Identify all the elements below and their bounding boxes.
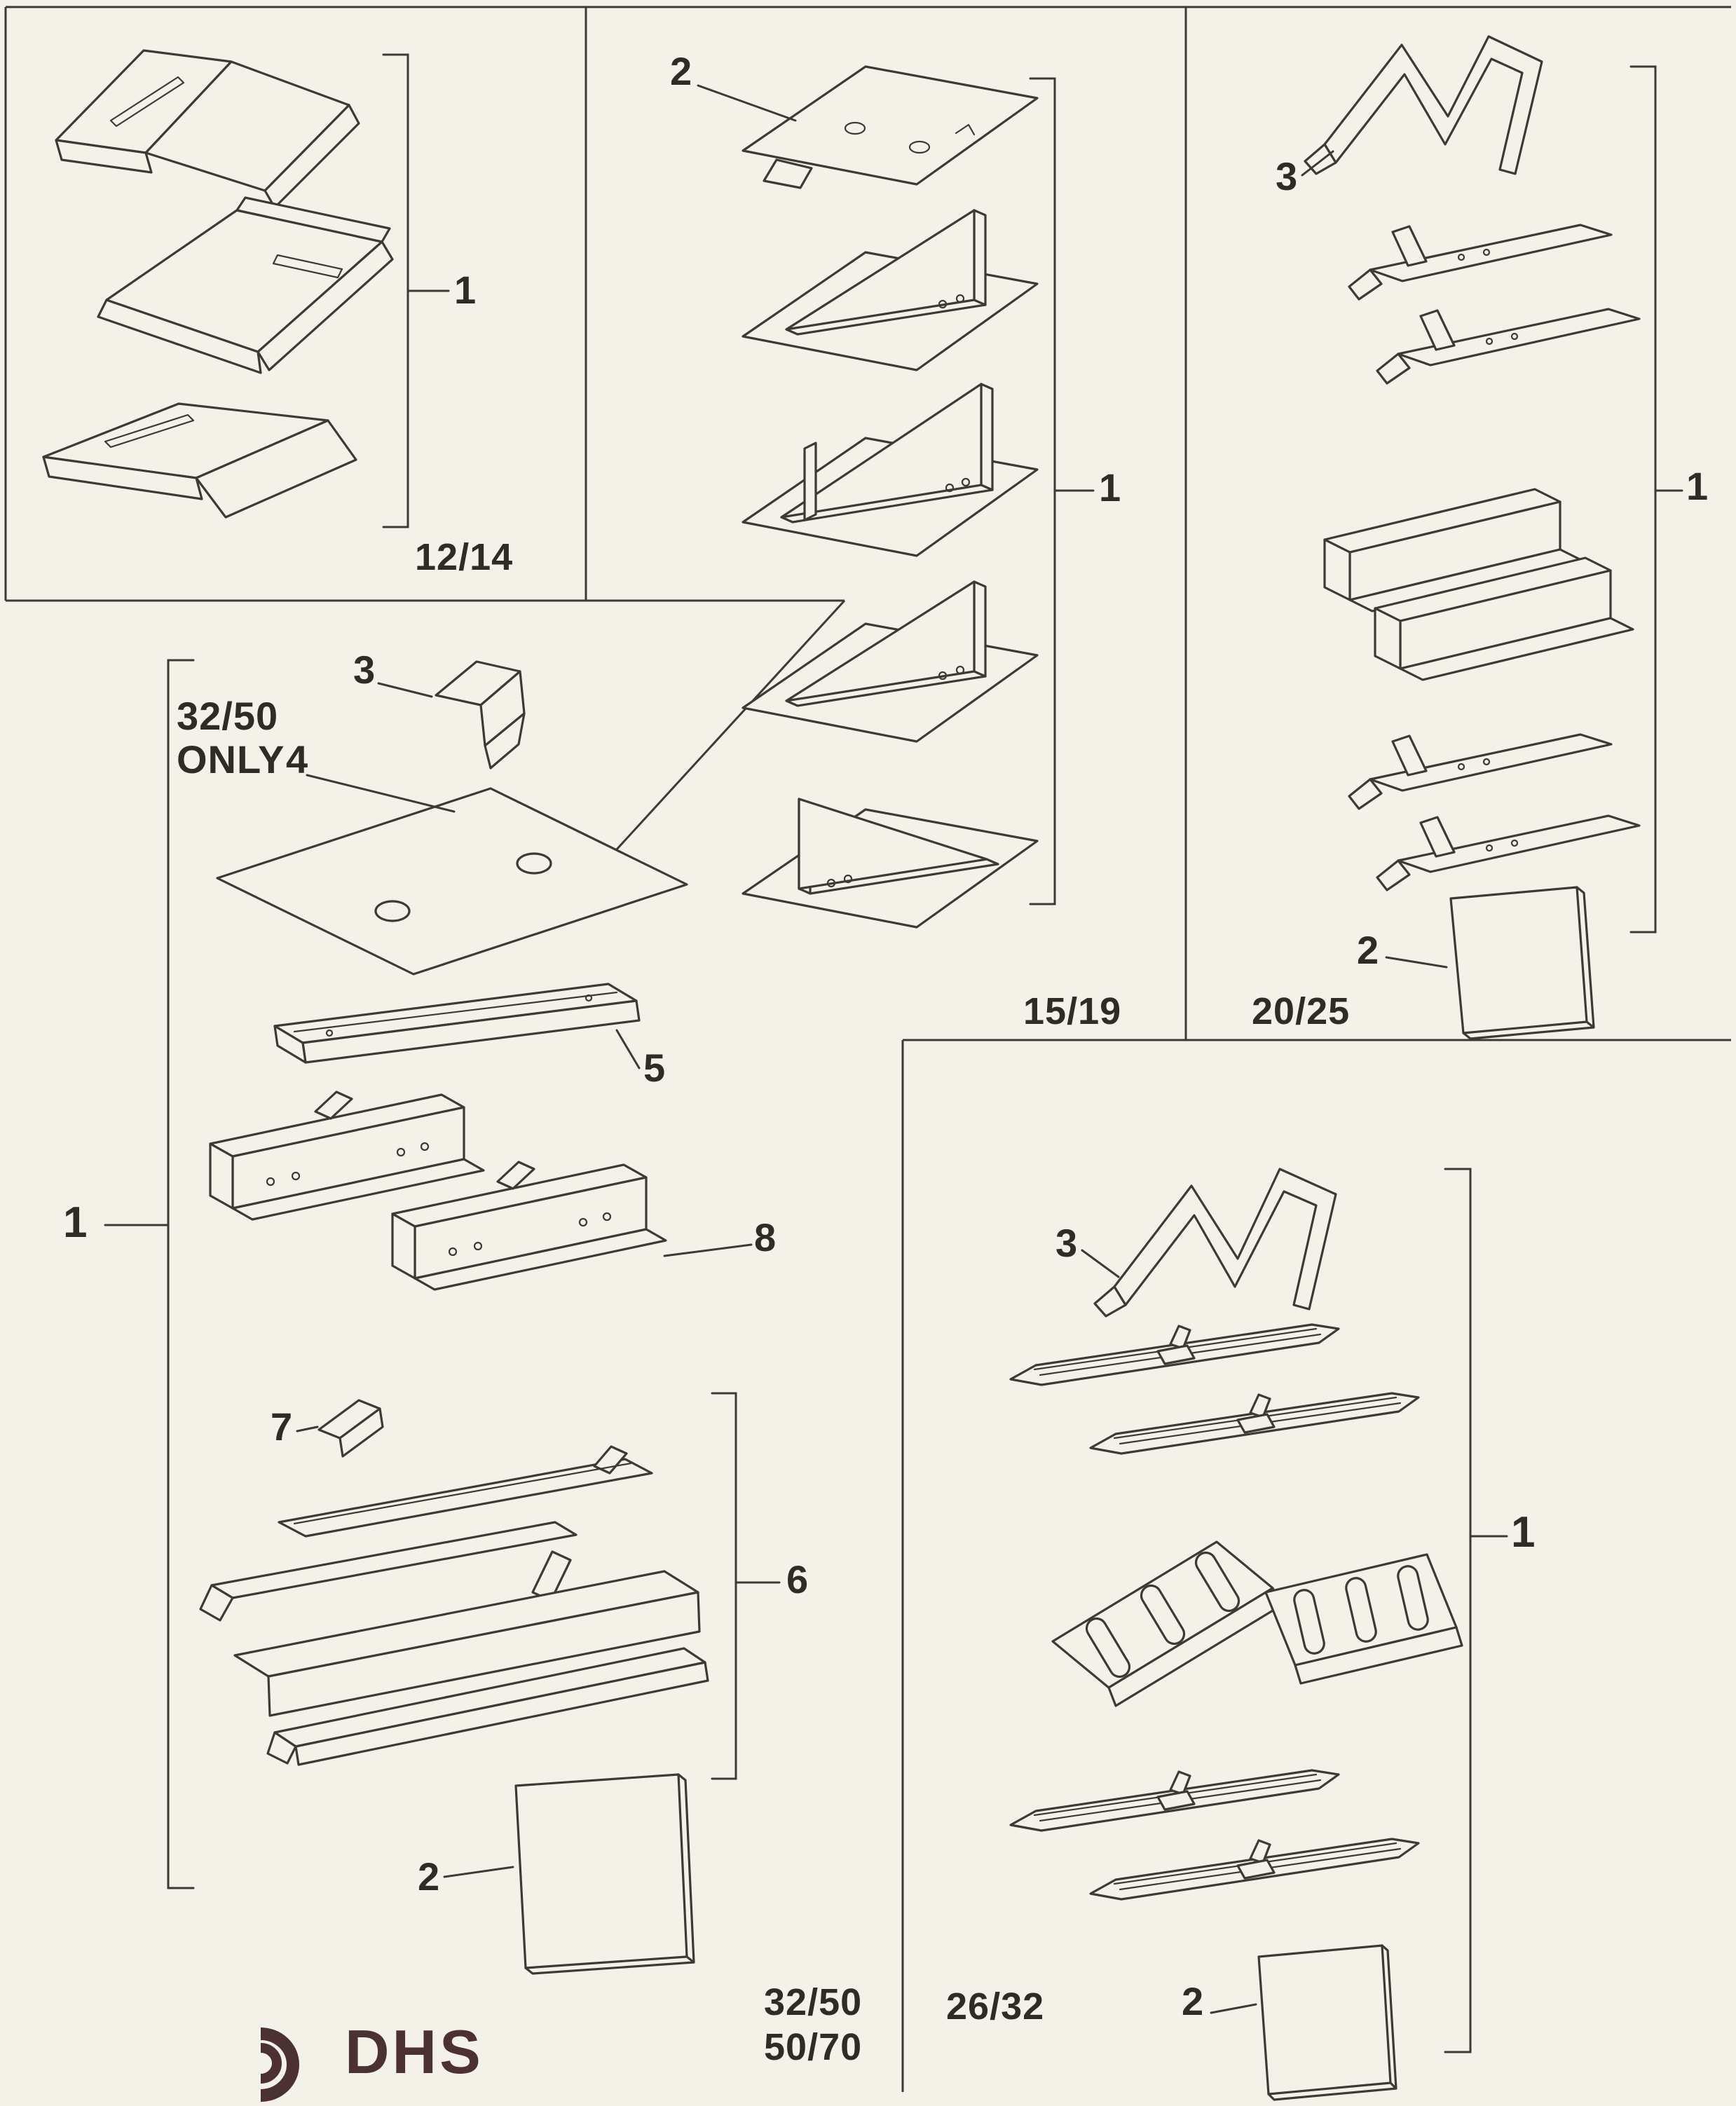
part-drawing-2025-zigzag-strip: [1304, 35, 1543, 175]
group-bracket-1214: [382, 53, 450, 528]
panel-label-2025: 20/25: [1252, 990, 1351, 1032]
part-drawing-3250-clip: [435, 660, 526, 770]
dhs-logo-text: DHS: [345, 2017, 484, 2086]
callout-2025-3: 3: [1276, 154, 1298, 198]
callout-3250-2: 2: [418, 1854, 440, 1899]
part-drawing-2025-end-plate: [1449, 886, 1595, 1040]
callout-1519-1: 1: [1099, 465, 1121, 510]
callout-3250-5: 5: [643, 1046, 666, 1090]
part-drawing-2025-wing-pair-top: [1348, 224, 1641, 385]
leader-2632-3: [1081, 1249, 1120, 1278]
part-drawing-3250-base-plate: [216, 787, 688, 976]
callout-2025-2: 2: [1357, 928, 1379, 972]
callout-3250-1: 1: [63, 1198, 88, 1247]
callout-3250-8: 8: [754, 1215, 777, 1259]
part-drawing-2632-zigzag-strip: [1093, 1168, 1337, 1318]
leader-3250-5: [615, 1029, 641, 1069]
callout-2632-2: 2: [1182, 1979, 1204, 2023]
callout-3250-7: 7: [271, 1404, 293, 1449]
part-drawing-3250-channel-pair: [209, 1090, 667, 1291]
leader-3250-4: [306, 774, 456, 813]
part-drawing-1214-top-bracket: [55, 49, 360, 209]
group-bracket-1519: [1029, 77, 1095, 905]
callout-2025-1: 1: [1686, 464, 1709, 508]
leader-3250-7: [296, 1425, 319, 1433]
leader-2025-3: [1301, 150, 1334, 177]
callout-3250-3: 3: [353, 648, 376, 692]
callout-1519-2: 2: [670, 49, 692, 93]
group-bracket-2632: [1444, 1168, 1508, 2053]
leader-3250-8: [663, 1243, 753, 1257]
part-drawing-1519-wedge-assembly-4: [741, 798, 1039, 929]
note-3250-line2: ONLY: [177, 737, 285, 781]
group-bracket-2025: [1629, 65, 1683, 934]
callout-3250-6: 6: [786, 1557, 809, 1601]
panel-label-3250-line1: 32/50: [764, 1981, 863, 2023]
callout-2632-3: 3: [1055, 1221, 1078, 1265]
dhs-logo-icon: [260, 2028, 299, 2102]
group-bracket-3250-6: [711, 1392, 781, 1780]
part-drawing-2632-wiper-pair-top: [1009, 1323, 1420, 1455]
part-drawing-3250-tray: [273, 983, 641, 1064]
leader-1519-2: [697, 84, 797, 122]
leader-3250-2: [443, 1866, 514, 1878]
part-drawing-1519-wedge-assembly-2: [741, 383, 1039, 557]
callout-3250-4: 4: [286, 737, 308, 781]
part-drawing-1519-wedge-assembly-3: [741, 580, 1039, 743]
leader-2025-2: [1385, 956, 1448, 969]
callout-1214-1: 1: [454, 268, 477, 312]
panel-label-1214: 12/14: [415, 536, 514, 578]
panel-dividers: [4, 6, 1731, 2092]
group-bracket-3250-1: [104, 659, 195, 1889]
part-drawing-2025-channel-pair: [1323, 488, 1634, 681]
part-drawing-2632-slotted-bracket: [1051, 1540, 1463, 1707]
part-drawing-1519-flat-plate: [741, 65, 1039, 189]
part-drawing-2632-end-plate: [1257, 1944, 1397, 2101]
part-drawing-2632-wiper-pair-bottom: [1009, 1769, 1420, 1901]
part-drawing-3250-trim-assembly: [199, 1445, 709, 1766]
panel-label-2632: 26/32: [946, 1985, 1045, 2028]
leader-2632-2: [1210, 2003, 1257, 2014]
part-drawing-1519-wedge-assembly-1: [741, 209, 1039, 371]
panel-label-1519: 15/19: [1023, 990, 1122, 1032]
part-drawing-1214-middle-panel: [97, 196, 394, 374]
panel-label-3250-line2: 50/70: [764, 2026, 863, 2068]
part-drawing-3250-end-plate: [514, 1773, 695, 1975]
part-drawing-1214-bottom-bracket: [42, 402, 357, 519]
note-3250-line1: 32/50: [177, 694, 279, 738]
part-drawing-3250-angle-clip: [317, 1399, 384, 1458]
callout-2632-1: 1: [1511, 1508, 1536, 1557]
leader-3250-3: [377, 682, 433, 698]
part-drawing-2025-wing-pair-bottom: [1348, 733, 1641, 891]
